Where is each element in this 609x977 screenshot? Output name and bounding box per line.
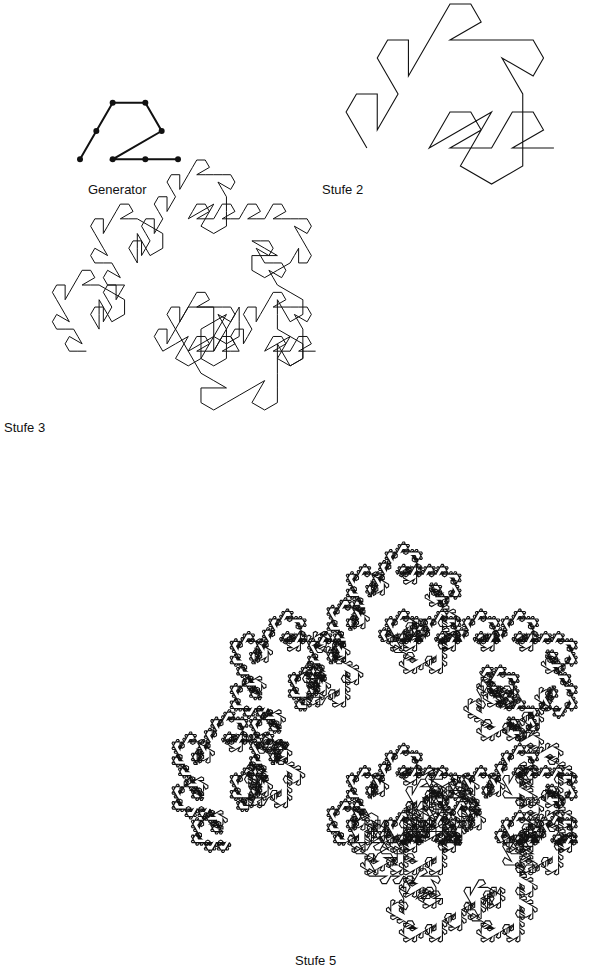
vertex-dot bbox=[142, 156, 148, 162]
stage-3-line bbox=[52, 160, 315, 410]
stage-3-curve bbox=[52, 160, 315, 410]
stage-label: Stufe 3 bbox=[4, 420, 45, 436]
stage-5-curve bbox=[172, 542, 578, 942]
vertex-dot bbox=[175, 156, 181, 162]
stage-5-line bbox=[172, 542, 578, 942]
vertex-dot bbox=[77, 156, 83, 162]
stage-label: Stufe 2 bbox=[322, 182, 363, 198]
stage-2-line bbox=[346, 4, 554, 184]
vertex-dot bbox=[110, 100, 116, 106]
vertex-dot bbox=[93, 128, 99, 134]
generator-curve bbox=[77, 100, 181, 163]
generator-label: Generator bbox=[88, 182, 147, 198]
vertex-dot bbox=[159, 128, 165, 134]
generator-line bbox=[80, 103, 178, 160]
stage-label: Stufe 5 bbox=[295, 953, 336, 969]
stage-2-curve bbox=[346, 4, 554, 184]
vertex-dot bbox=[142, 100, 148, 106]
vertex-dot bbox=[110, 156, 116, 162]
